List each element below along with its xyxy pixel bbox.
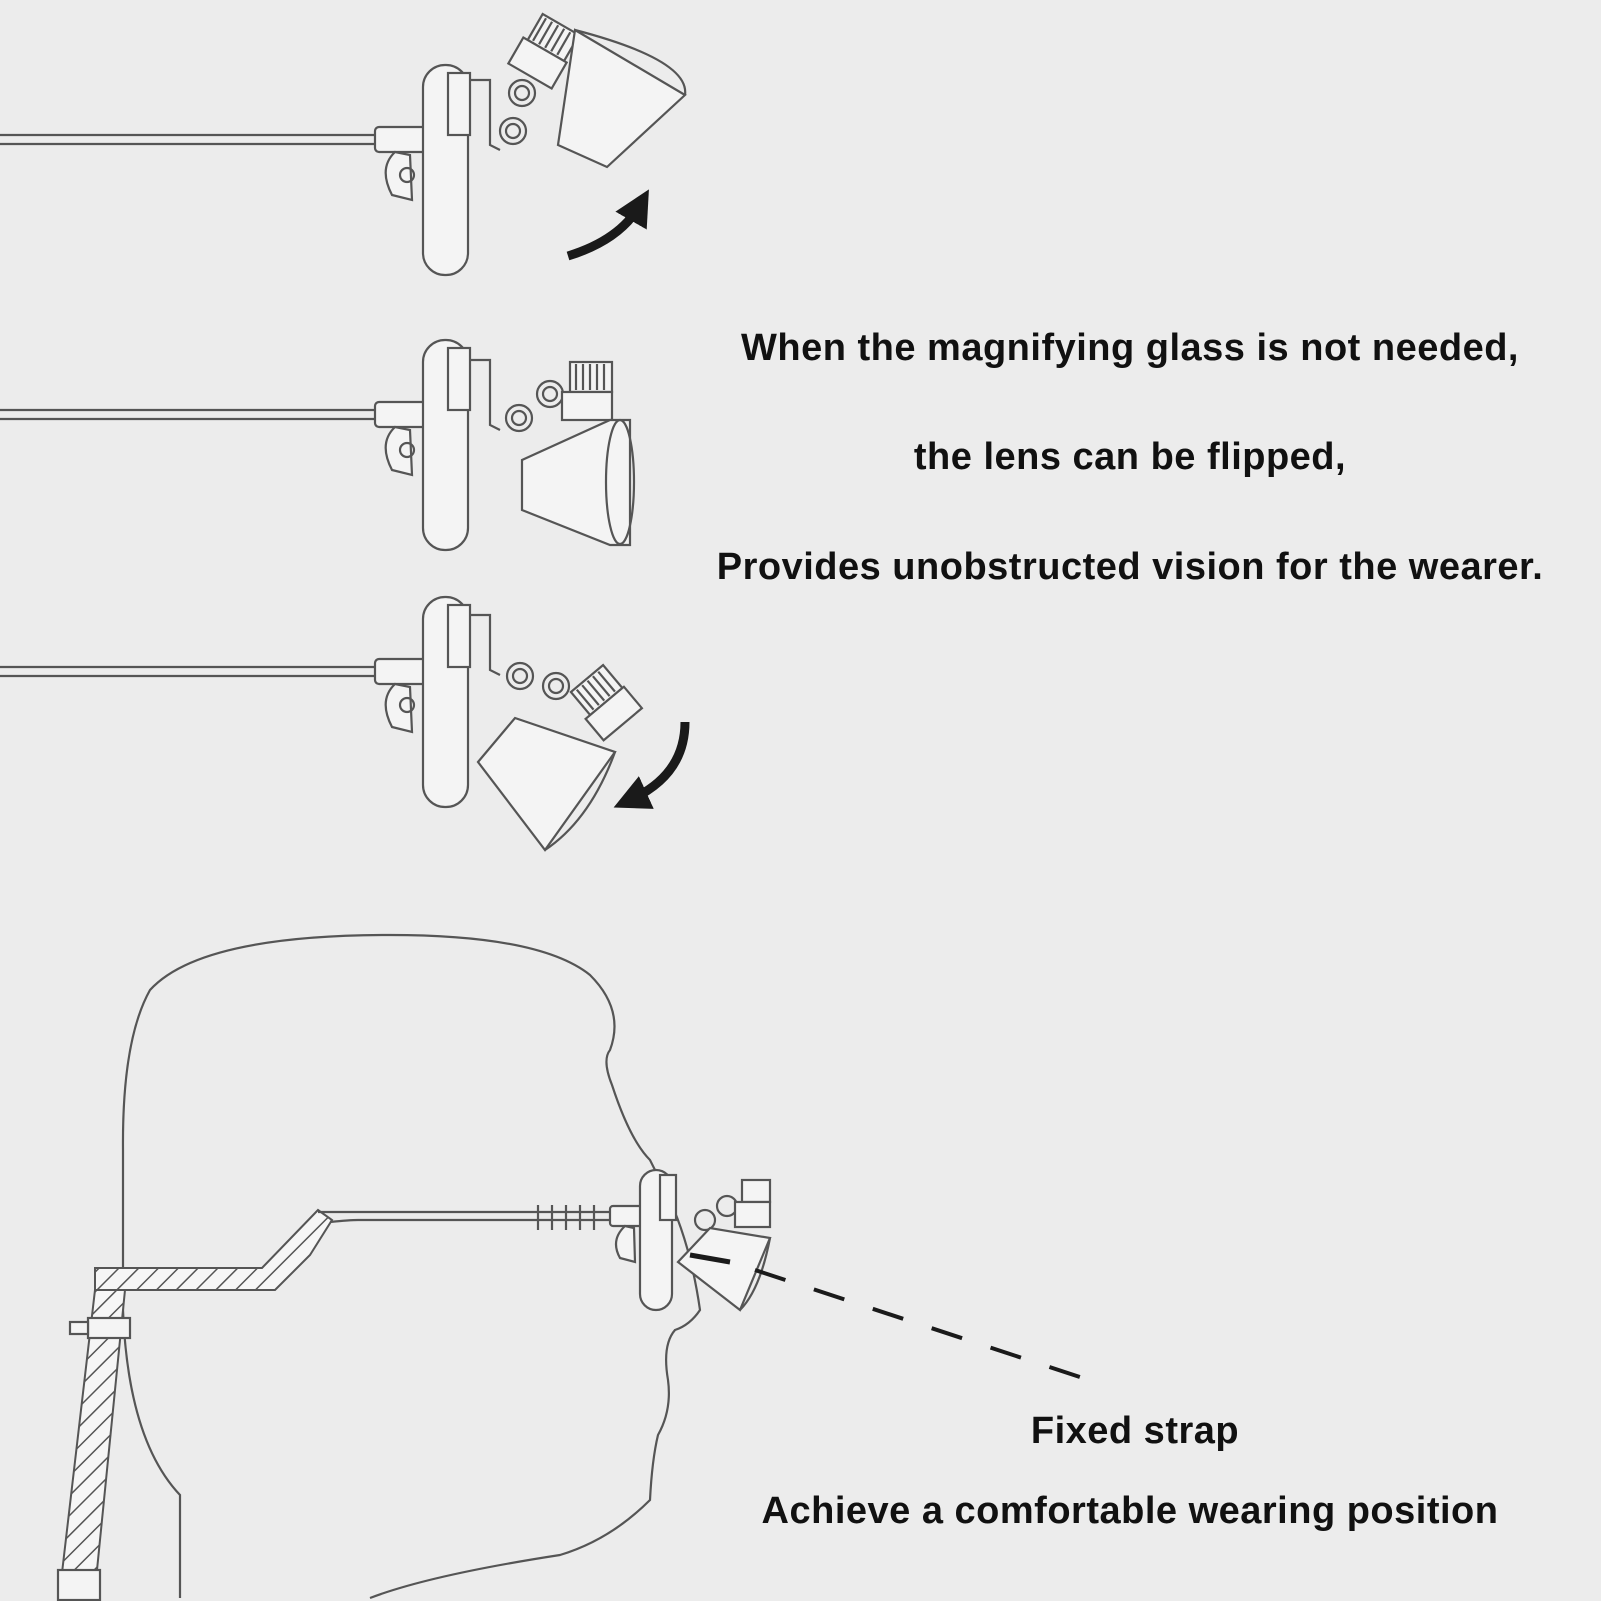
caption-flip-line1: When the magnifying glass is not needed, [741,327,1519,369]
curved-arrow-up-icon [566,189,649,261]
caption-strap-desc: Achieve a comfortable wearing position [761,1490,1499,1532]
loupe-level [0,338,636,552]
caption-flip-line2: the lens can be flipped, [913,436,1347,478]
head-outline [121,933,702,1600]
worn-loupe [318,1168,772,1312]
loupe-flipped-down [0,595,644,852]
caption-flip-line3: Provides unobstructed vision for the wea… [716,546,1544,588]
sight-line [754,1268,1096,1384]
caption-strap-title: Fixed strap [1030,1410,1240,1452]
loupe-flipped-up [0,12,687,277]
fixed-strap [56,1208,334,1601]
curved-arrow-down-icon [613,721,690,809]
